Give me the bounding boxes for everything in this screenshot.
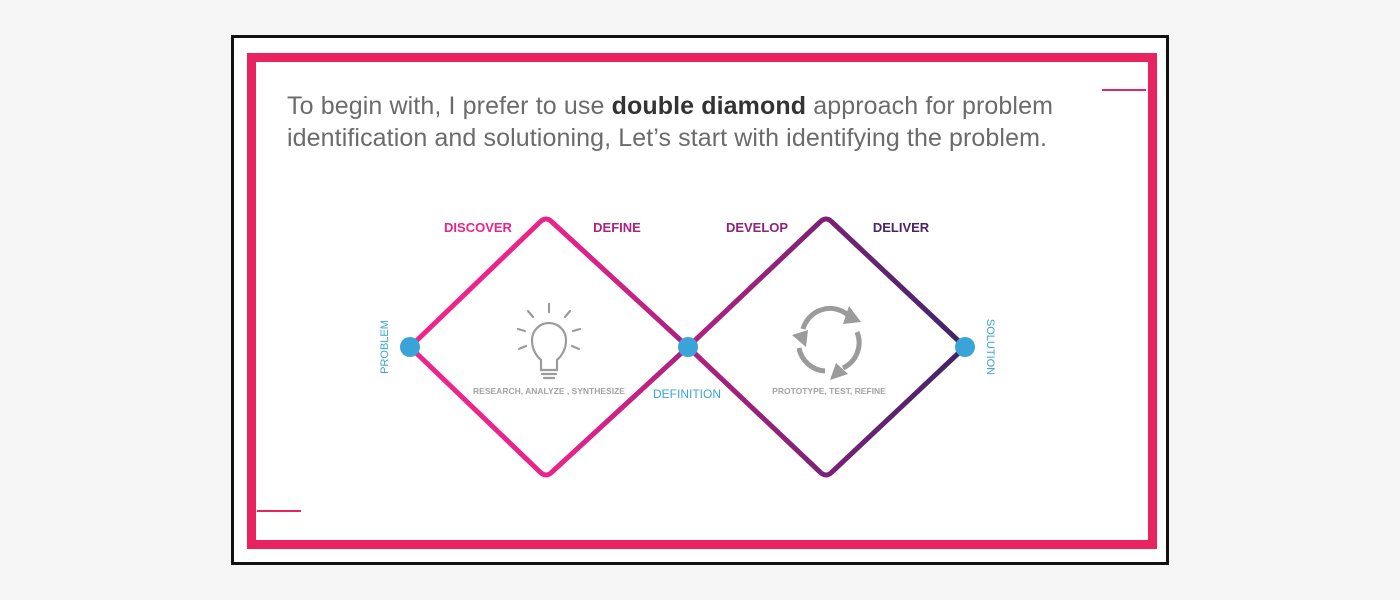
phase-label-deliver: DELIVER bbox=[873, 220, 930, 235]
node-definition bbox=[678, 337, 698, 357]
node-label-definition: DEFINITION bbox=[653, 387, 721, 401]
node-label-problem: PROBLEM bbox=[379, 320, 391, 374]
slide-pink-frame bbox=[247, 53, 1157, 549]
lightbulb-icon bbox=[516, 302, 582, 380]
phase-label-discover: DISCOVER bbox=[444, 220, 513, 235]
node-label-solution: SOLUTION bbox=[984, 319, 996, 375]
node-problem bbox=[400, 337, 420, 357]
left-diamond bbox=[407, 216, 691, 478]
intro-paragraph: To begin with, I prefer to use double di… bbox=[287, 90, 1053, 154]
phase-label-define: DEFINE bbox=[593, 220, 641, 235]
node-solution bbox=[955, 337, 975, 357]
top-right-accent-line bbox=[1102, 89, 1146, 91]
phase-label-develop: DEVELOP bbox=[726, 220, 788, 235]
right-diamond bbox=[685, 216, 968, 478]
caption-prototype-test-refine: PROTOTYPE, TEST, REFINE bbox=[772, 386, 886, 396]
intro-text-bold: double diamond bbox=[611, 92, 807, 120]
cycle-arrows-icon bbox=[792, 306, 862, 380]
caption-research-analyze-synthesize: RESEARCH, ANALYZE , SYNTHESIZE bbox=[473, 386, 625, 396]
bottom-left-accent-line bbox=[257, 510, 301, 512]
intro-text-after: approach for problem identification and … bbox=[287, 92, 1053, 152]
intro-text-before: To begin with, I prefer to use bbox=[287, 92, 612, 120]
